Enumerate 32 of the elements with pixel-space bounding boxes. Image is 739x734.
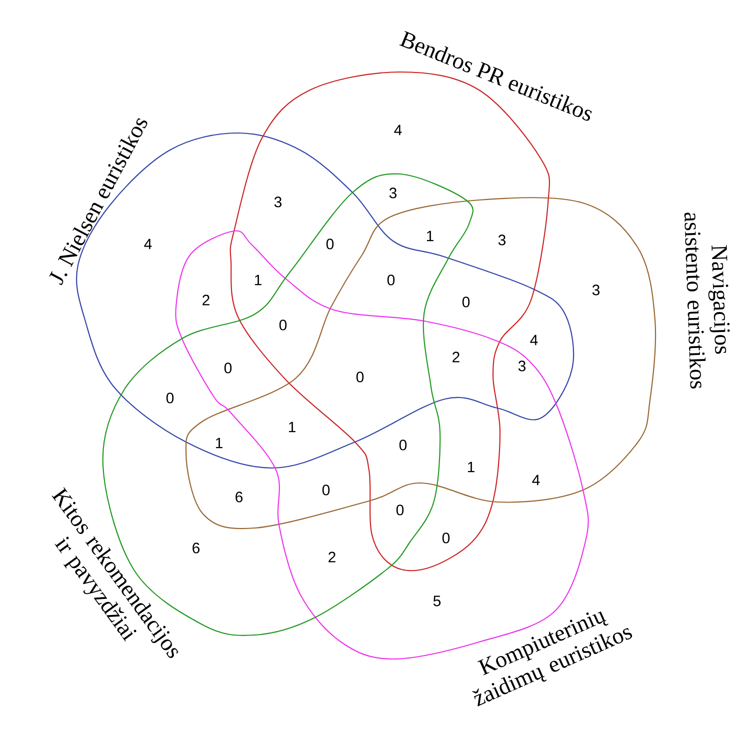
region-count: 0 — [166, 392, 174, 404]
region-count: 2 — [202, 294, 210, 306]
region-count: 1 — [254, 274, 262, 286]
region-count: 1 — [288, 422, 296, 432]
region-count: 0 — [387, 274, 395, 286]
region-count: 3 — [518, 360, 526, 372]
region-count: 3 — [592, 284, 600, 296]
region-count: 4 — [532, 474, 540, 486]
region-count: 4 — [530, 334, 538, 346]
node-label: Navigacijos asistento euristikos — [684, 212, 730, 389]
region-count: 1 — [426, 230, 434, 242]
region-count: 0 — [326, 238, 334, 250]
region-count: 3 — [274, 196, 282, 208]
region-count: 4 — [394, 124, 402, 136]
region-count: 3 — [498, 234, 506, 246]
region-count: 2 — [452, 352, 460, 362]
region-count: 6 — [236, 492, 243, 502]
region-count: 0 — [399, 440, 407, 450]
region-count: 0 — [396, 504, 404, 516]
region-count: 3 — [389, 188, 397, 198]
region-count: 0 — [356, 372, 364, 382]
region-count: 0 — [322, 484, 330, 496]
region-count: 4 — [144, 238, 152, 250]
region-count: 0 — [462, 296, 470, 308]
region-count: 6 — [192, 542, 200, 554]
region-count: 0 — [442, 532, 450, 544]
region-count: 2 — [328, 552, 336, 562]
region-count: 0 — [279, 320, 287, 330]
region-count: 0 — [224, 362, 232, 374]
region-count: 5 — [433, 596, 441, 606]
region-count: 1 — [216, 438, 222, 448]
region-count: 1 — [468, 462, 474, 472]
